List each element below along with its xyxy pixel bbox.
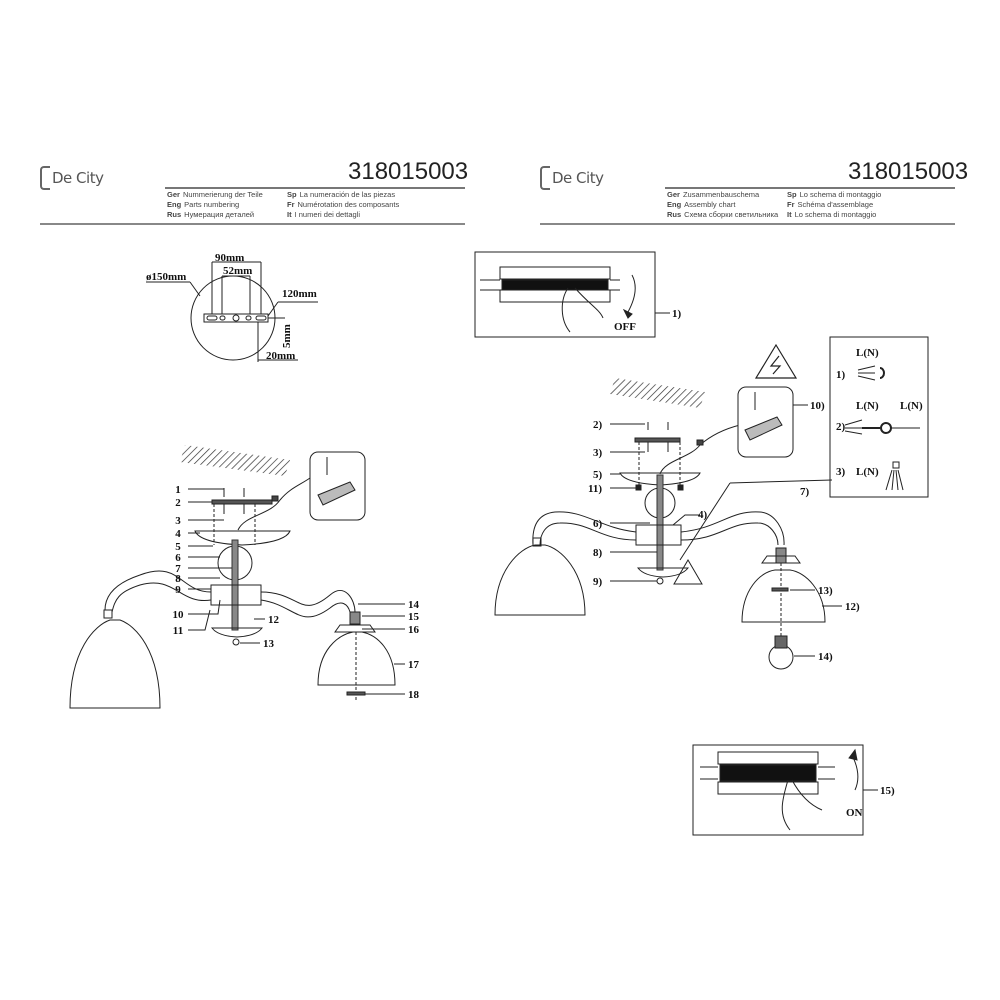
step-label: 8) bbox=[593, 547, 603, 559]
brand-name: De City bbox=[552, 169, 604, 187]
part-label: 15 bbox=[408, 611, 420, 623]
logo-icon bbox=[40, 166, 50, 190]
divider bbox=[665, 187, 955, 189]
chandelier-assembly-diagram bbox=[494, 378, 842, 670]
wire-label: L(N) bbox=[900, 400, 923, 412]
step-label: 6) bbox=[593, 518, 603, 530]
dim-diameter: ø150mm bbox=[146, 271, 186, 283]
part-label: 16 bbox=[408, 624, 420, 636]
dim-120mm: 120mm bbox=[282, 288, 317, 300]
part-label: 11 bbox=[173, 625, 183, 637]
brand-logo: De City bbox=[540, 166, 604, 190]
step-label: 11) bbox=[588, 483, 602, 495]
step-label: 13) bbox=[818, 585, 833, 597]
part-label: 10 bbox=[173, 609, 185, 621]
on-label: ON bbox=[846, 807, 863, 819]
step-label: 5) bbox=[593, 469, 603, 481]
mounting-plate-detail bbox=[146, 261, 318, 362]
part-label: 18 bbox=[408, 689, 420, 701]
step-label: 2) bbox=[593, 419, 603, 431]
wire-label: L(N) bbox=[856, 400, 879, 412]
dim-20mm: 20mm bbox=[266, 350, 295, 362]
part-label: 2 bbox=[175, 497, 181, 509]
off-label: OFF bbox=[614, 321, 636, 333]
divider bbox=[40, 223, 465, 225]
step-label: 10) bbox=[810, 400, 825, 412]
breaker-on-panel bbox=[692, 744, 878, 836]
wiring-step-number: 1) bbox=[836, 369, 846, 381]
divider bbox=[165, 187, 465, 189]
step-labels-right: 2) 3) 5) 11) 6) 8) 9) 4) 7) 10) 12) 13) … bbox=[588, 400, 860, 663]
step-label: 1) bbox=[672, 308, 682, 320]
wiring-step-number: 3) bbox=[836, 466, 846, 478]
part-label: 5 bbox=[175, 541, 181, 553]
step-label: 9) bbox=[593, 576, 603, 588]
dim-52mm: 52mm bbox=[223, 265, 252, 277]
step-label: 7) bbox=[800, 486, 810, 498]
logo-icon bbox=[540, 166, 550, 190]
part-label: 3 bbox=[175, 515, 181, 527]
wiring-steps-panel bbox=[829, 336, 929, 498]
part-label: 9 bbox=[175, 584, 181, 596]
part-labels-left: 1 2 3 4 5 6 7 8 9 10 11 12 13 14 15 16 1… bbox=[173, 484, 420, 701]
step-label: 3) bbox=[593, 447, 603, 459]
brand-logo: De City bbox=[40, 166, 104, 190]
wire-label: L(N) bbox=[856, 466, 879, 478]
part-label: 4 bbox=[175, 528, 181, 540]
step-label: 4) bbox=[698, 509, 708, 521]
part-label: 7 bbox=[175, 563, 181, 575]
step-label: 14) bbox=[818, 651, 833, 663]
part-label: 13 bbox=[263, 638, 275, 650]
wire-label: L(N) bbox=[856, 347, 879, 359]
divider bbox=[540, 223, 955, 225]
product-code: 318015003 bbox=[348, 158, 469, 185]
chandelier-parts-diagram bbox=[69, 445, 405, 709]
part-label: 14 bbox=[408, 599, 420, 611]
wiring-step-number: 2) bbox=[836, 421, 846, 433]
part-label: 17 bbox=[408, 659, 420, 671]
breaker-off-panel bbox=[474, 251, 670, 338]
part-label: 12 bbox=[268, 614, 280, 626]
electrical-warning-icon bbox=[754, 343, 798, 379]
product-code: 318015003 bbox=[848, 158, 969, 185]
brand-name: De City bbox=[52, 169, 104, 187]
dim-90mm: 90mm bbox=[215, 252, 244, 264]
step-label: 15) bbox=[880, 785, 895, 797]
step-label: 12) bbox=[845, 601, 860, 613]
ceiling-hatch bbox=[180, 445, 290, 476]
part-label: 1 bbox=[175, 484, 181, 496]
part-label: 8 bbox=[175, 573, 181, 585]
part-label: 6 bbox=[175, 552, 181, 564]
dim-5mm: 5mm bbox=[281, 324, 293, 348]
